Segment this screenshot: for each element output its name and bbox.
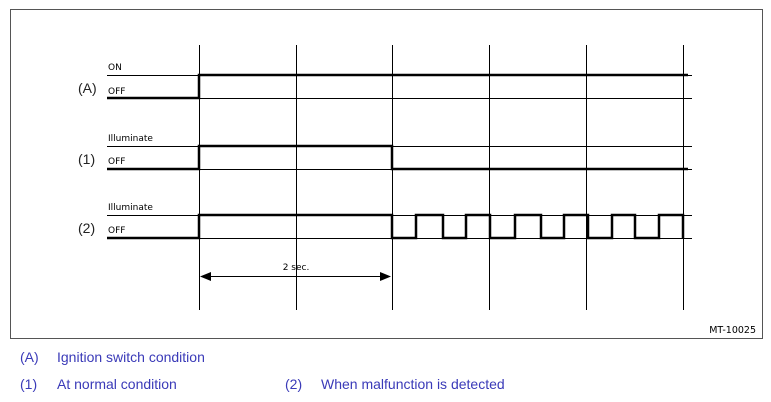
legend-key-1: (1) (20, 376, 38, 392)
legend-key-a: (A) (20, 349, 39, 365)
duration-dimension: 2 sec. (200, 263, 391, 281)
legend-item-a: (A) Ignition switch condition (20, 349, 520, 367)
legend-key-2: (2) (285, 376, 303, 392)
legend-text-2: When malfunction is detected (321, 376, 505, 392)
row-1-high-label: Illuminate (108, 134, 153, 144)
duration-arrow-left (200, 272, 211, 281)
row-a-low-label: OFF (108, 87, 125, 97)
waveform-normal-condition (107, 144, 688, 171)
diagram-frame (10, 9, 763, 339)
row-2-high-label: Illuminate (108, 203, 153, 213)
duration-arrow-right (380, 272, 391, 281)
duration-label: 2 sec. (283, 263, 310, 273)
row-a-high-label: ON (108, 63, 122, 73)
legend-text-1: At normal condition (57, 376, 177, 392)
row-2-label: (2) (78, 220, 95, 236)
level-lines (107, 75, 692, 239)
waveform-malfunction (107, 213, 685, 240)
figure-code: MT-10025 (709, 325, 756, 336)
waveform-ignition-switch (107, 73, 688, 100)
row-1-label: (1) (78, 151, 95, 167)
time-gridlines (199, 45, 684, 310)
legend-text-a: Ignition switch condition (57, 349, 205, 365)
legend-item-1: (1) At normal condition (20, 376, 280, 394)
waveforms (107, 73, 688, 240)
row-a-label: (A) (78, 80, 97, 96)
legend-item-2: (2) When malfunction is detected (285, 376, 585, 394)
row-2-low-label: OFF (108, 226, 125, 236)
row-1-low-label: OFF (108, 157, 125, 167)
